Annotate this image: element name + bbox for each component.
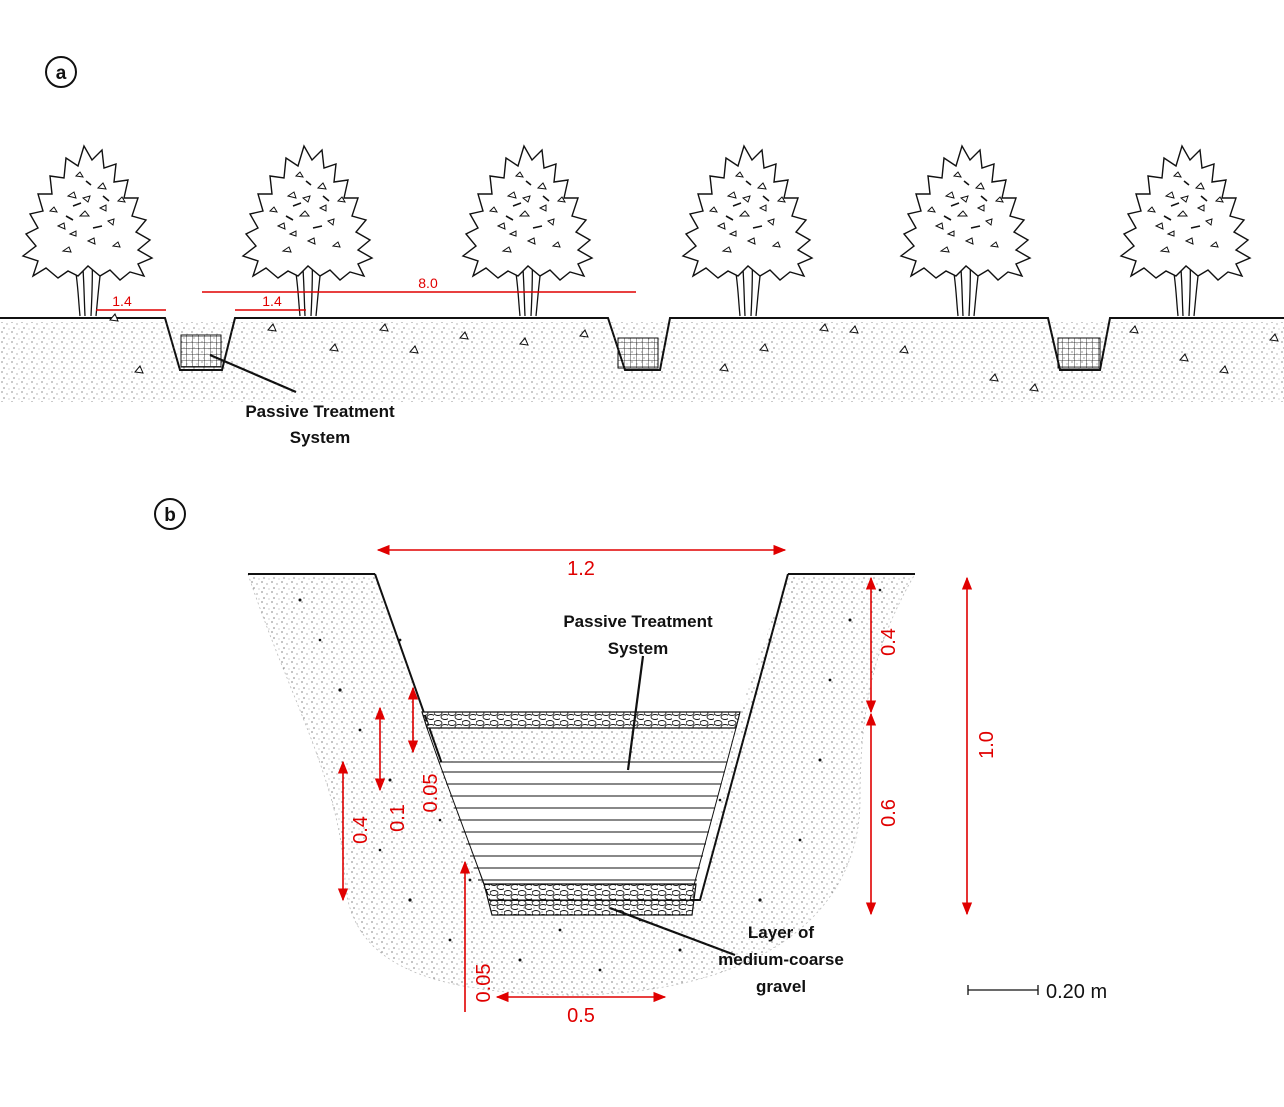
panel-a-dimensions: [96, 291, 636, 311]
panel-a-label: a: [56, 63, 67, 84]
panel-b: b: [154, 498, 1107, 1027]
panel-b-dimensions: [337, 544, 973, 1012]
treatment-fill-3: [1057, 337, 1101, 369]
top-gravel-layer: [421, 711, 741, 729]
callout-leader-system: [626, 655, 645, 771]
panel-a: a 1.4 1.4 8.0 Passive Treatment Sy: [0, 56, 1284, 447]
callout-b-system-line2: System: [608, 639, 668, 658]
bottom-gravel-layer: [483, 883, 697, 916]
dim-8-0: 8.0: [418, 275, 438, 291]
sand-layer: [426, 727, 737, 763]
soil-body: [248, 574, 915, 995]
callout-gravel-line2: medium-coarse: [718, 950, 844, 969]
scale-bar-label: 0.20 m: [1046, 981, 1107, 1003]
tree-2: [242, 145, 373, 317]
panel-b-label: b: [164, 505, 176, 526]
callout-leader-gravel: [609, 906, 736, 957]
dim-right-upper: 0.4: [878, 628, 900, 656]
callout-gravel-line1: Layer of: [748, 923, 814, 942]
dim-left-c: 0.05: [420, 774, 442, 813]
tree-6: [1120, 145, 1251, 317]
treatment-fill-1: [180, 334, 222, 368]
dim-left-b: 0.1: [387, 804, 409, 832]
tree-5: [900, 145, 1031, 317]
dim-bottom-layer: 0.05: [473, 964, 495, 1003]
callout-b-system-line1: Passive Treatment: [563, 612, 713, 631]
callout-gravel-line3: gravel: [756, 977, 806, 996]
treatment-body: [438, 761, 728, 901]
dim-1-4-left: 1.4: [112, 293, 132, 309]
treatment-stripes: [442, 771, 724, 881]
callout-leader-a: [209, 353, 297, 394]
tree-4: [682, 145, 813, 317]
dim-right-lower: 0.6: [878, 799, 900, 827]
panel-a-badge: [45, 56, 77, 88]
tree-1: [22, 145, 153, 317]
dim-1-4-right: 1.4: [262, 293, 282, 309]
callout-a-line1: Passive Treatment: [245, 402, 395, 421]
panel-b-badge: [154, 498, 186, 530]
tree-3: [462, 145, 593, 317]
treatment-fill-2: [617, 337, 659, 369]
dim-left-a: 0.4: [350, 816, 372, 844]
dim-bottom-width: 0.5: [567, 1005, 595, 1027]
dim-top-width: 1.2: [567, 558, 595, 580]
callout-a-line2: System: [290, 428, 350, 447]
dim-total-depth: 1.0: [976, 731, 998, 759]
